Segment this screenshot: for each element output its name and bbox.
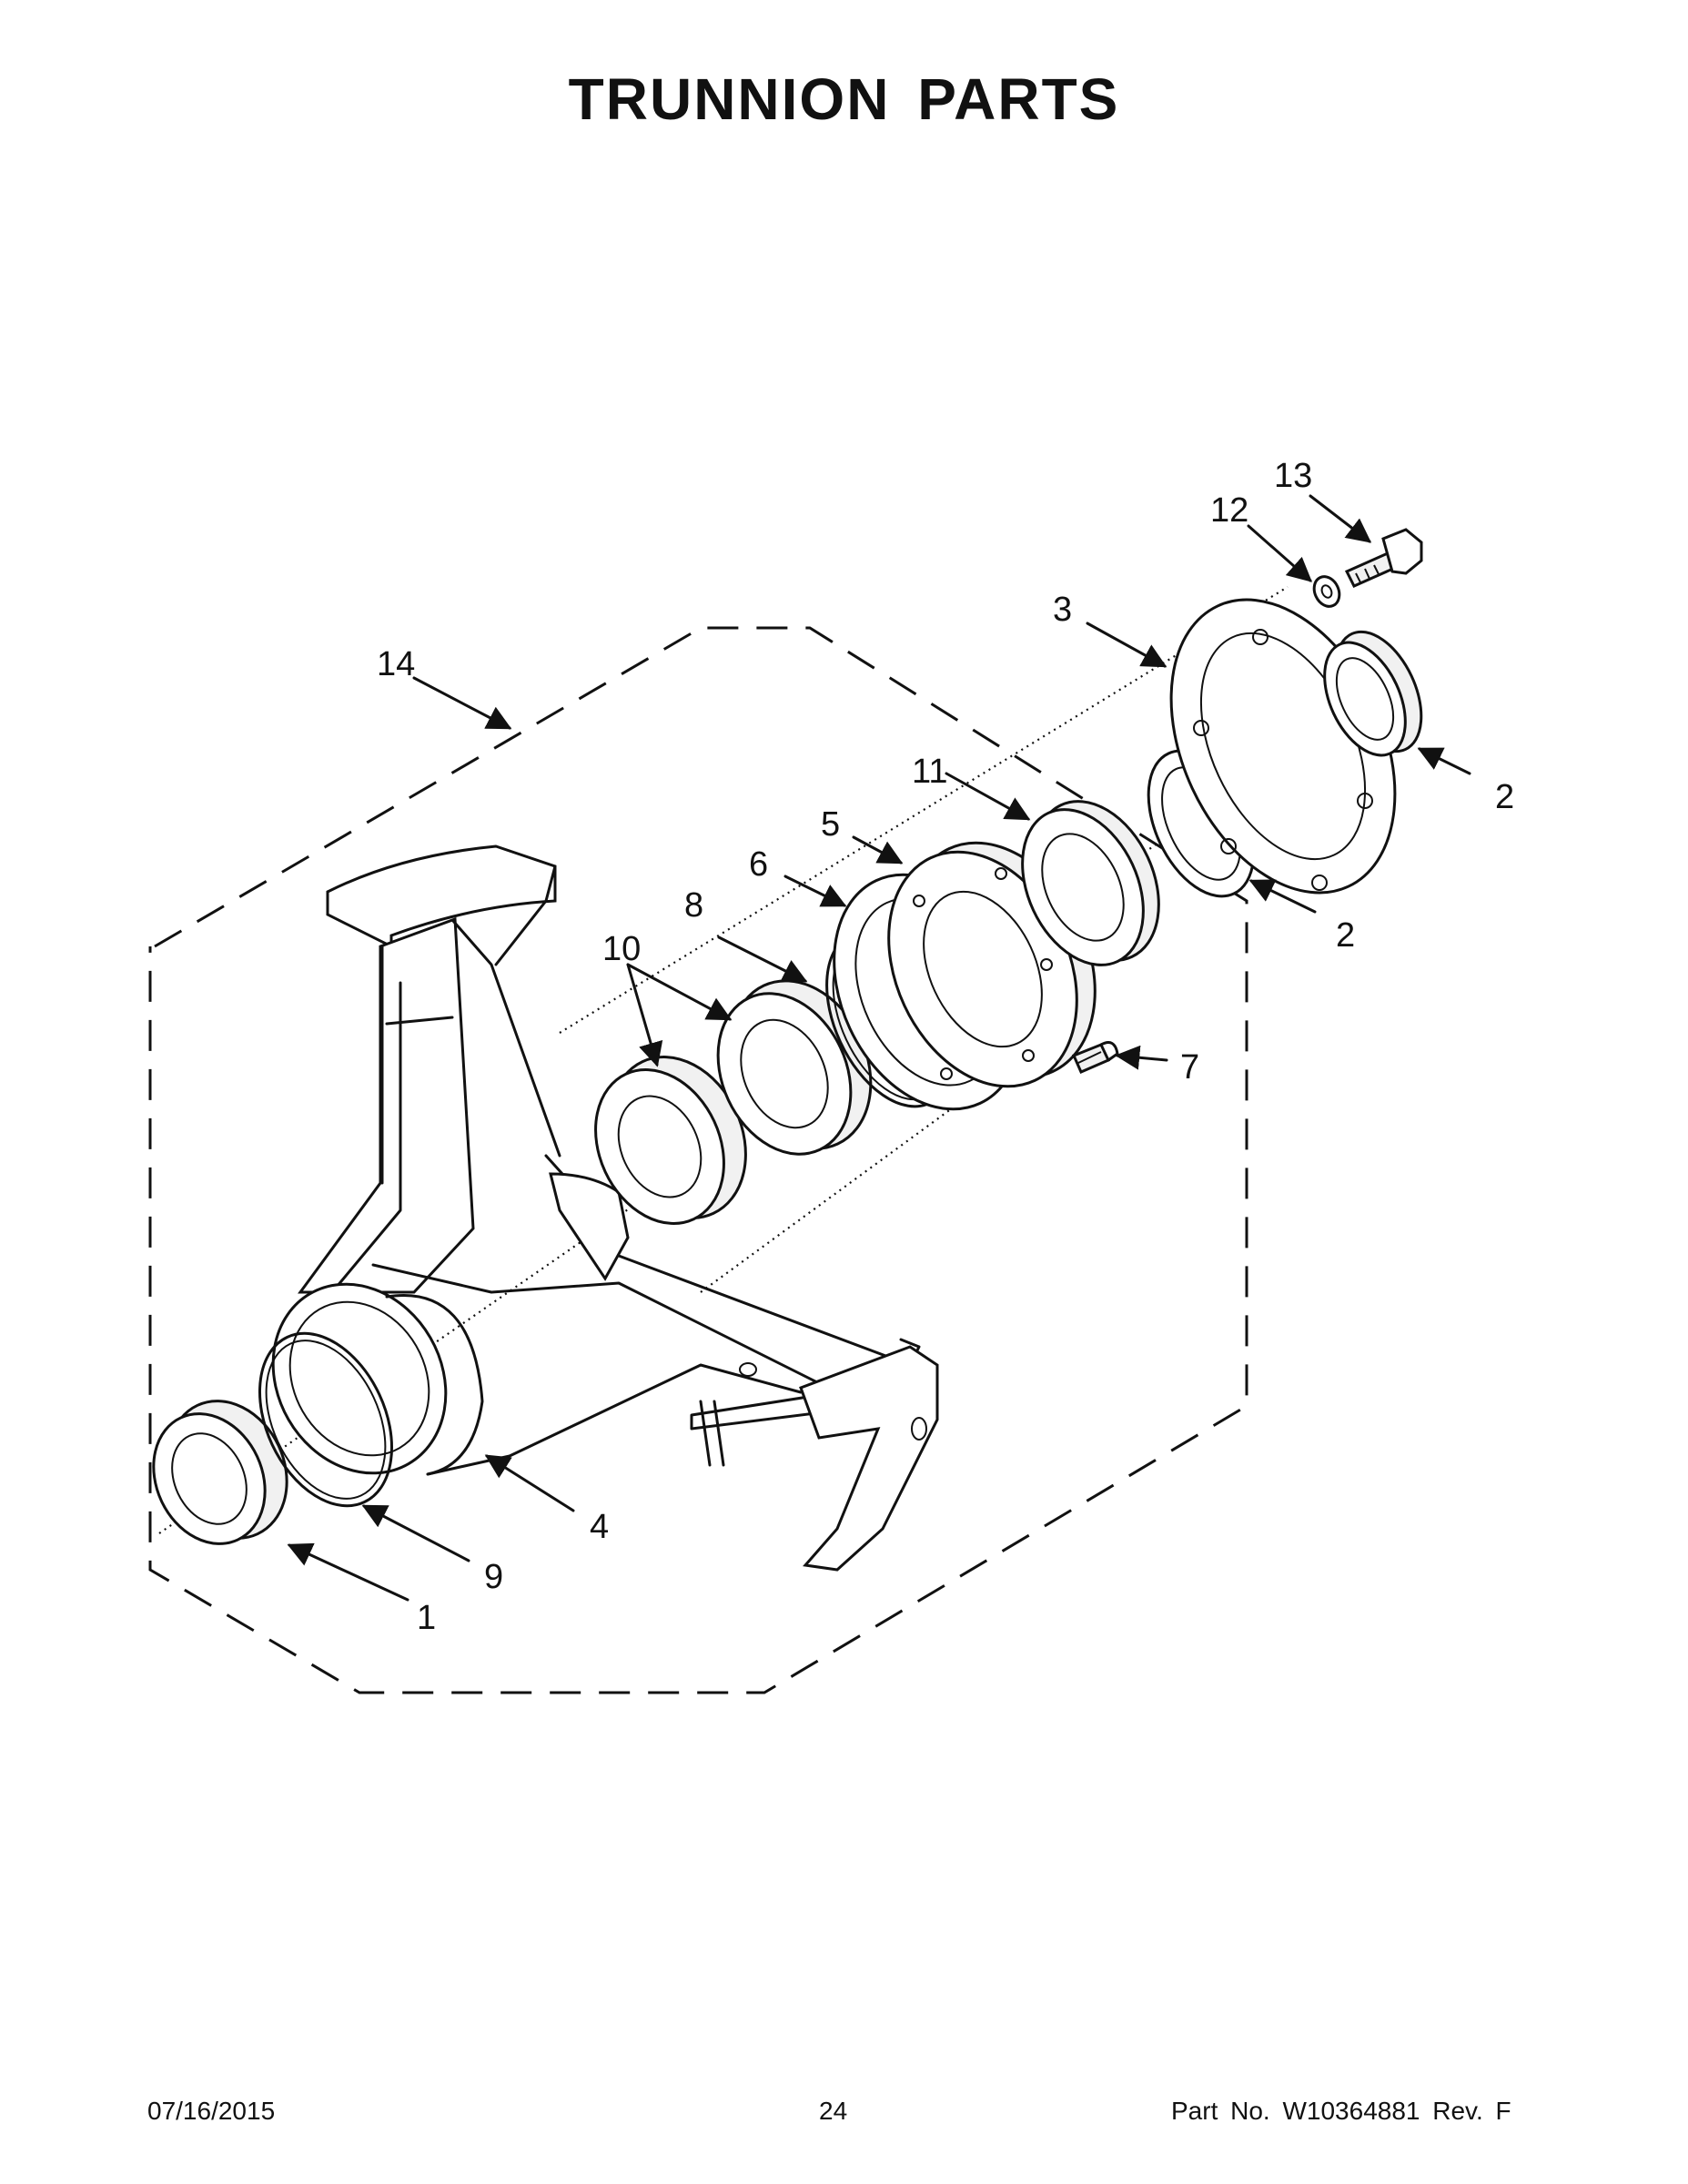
page-title: TRUNNION PARTS	[568, 66, 1120, 132]
callout-13: 13	[1274, 457, 1312, 495]
callout-labels: 14 13 12 3 2 11 5 6 8 10 2 7 4 9 1	[377, 457, 1514, 1637]
callout-11: 11	[912, 753, 947, 791]
part-2-seal-upper	[1323, 630, 1423, 757]
assembly-boundary	[148, 626, 1248, 1694]
axis-line-upper	[559, 586, 1289, 1034]
axis-line-lower	[700, 1018, 1075, 1293]
part-10-bearing-b	[716, 979, 873, 1156]
part-10-bearing-a	[594, 1056, 747, 1225]
part-12-washer	[1312, 575, 1341, 608]
callout-4: 4	[590, 1508, 609, 1546]
footer-date: 07/16/2015	[147, 2097, 276, 2125]
part-13-bolt	[1344, 528, 1423, 588]
callout-6: 6	[749, 845, 768, 884]
trunnion-hub	[271, 1282, 484, 1476]
callout-7: 7	[1180, 1048, 1199, 1087]
callout-2-upper: 2	[1495, 778, 1514, 816]
leader-arrows	[287, 494, 1471, 1602]
part-9-snap-ring	[258, 1331, 394, 1508]
trunnion-body	[298, 844, 939, 1572]
callout-2-lower: 2	[1336, 916, 1355, 955]
callout-8: 8	[684, 886, 703, 925]
callout-5: 5	[821, 805, 840, 844]
callout-1: 1	[417, 1599, 436, 1637]
callout-9: 9	[484, 1558, 503, 1596]
part-1-bearing	[152, 1400, 288, 1545]
callout-10: 10	[602, 930, 641, 968]
footer-part-number: Part No. W10364881 Rev. F	[1171, 2097, 1511, 2125]
footer-page-number: 24	[819, 2097, 848, 2125]
callout-14: 14	[377, 645, 415, 683]
callout-12: 12	[1210, 491, 1248, 530]
part-11-seal	[1021, 800, 1160, 966]
callout-3: 3	[1053, 591, 1072, 629]
